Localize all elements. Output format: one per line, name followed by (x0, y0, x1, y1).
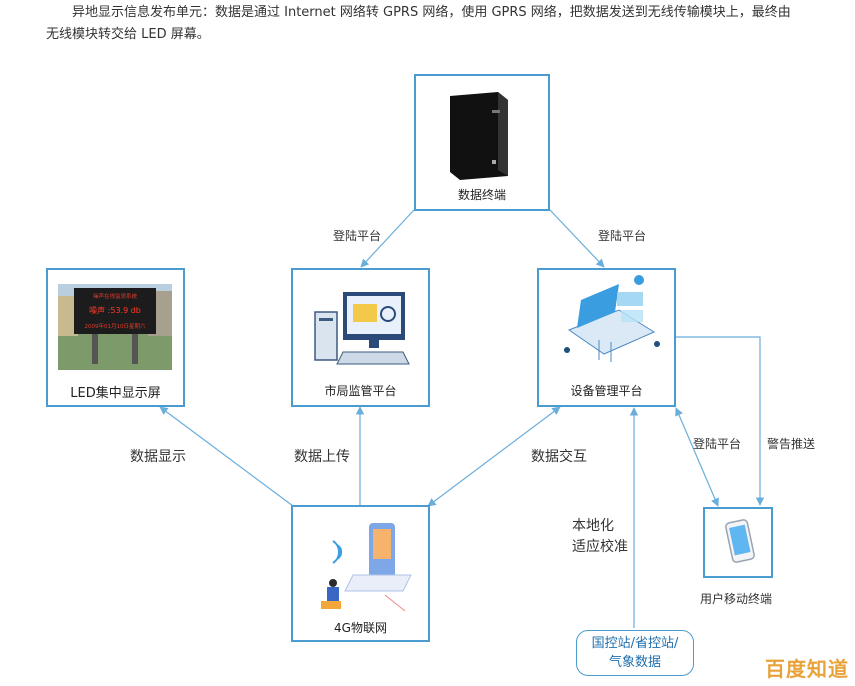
edge-device-mobile (675, 407, 719, 507)
intro-line-2: 无线模块转交给 LED 屏幕。 (46, 27, 210, 42)
edge-label-localization: 本地化 适应校准 (572, 518, 628, 555)
laptop-dashboard-icon (564, 275, 660, 362)
edge-label-login-left: 登陆平台 (333, 229, 382, 243)
node-4g-iot[interactable]: 4G物联网 (291, 505, 430, 642)
node-led-screen[interactable]: 噪声在线监测系统 噪声 :53.9 db 2009年01月10日星期六 LED集… (46, 268, 185, 407)
iot-device-icon (321, 523, 412, 612)
edge-label-login-right: 登陆平台 (598, 229, 647, 243)
led-sign-line-2: 噪声 :53.9 db (89, 305, 141, 315)
led-sign-line-3: 2009年01月10日星期六 (85, 322, 146, 330)
mobile-label: 用户移动终端 (700, 592, 773, 606)
led-screen-label: LED集中显示屏 (70, 386, 161, 401)
edge-label-data-upload: 数据上传 (294, 449, 350, 465)
stations-data-pill[interactable]: 国控站/省控站/ 气象数据 (576, 630, 694, 676)
intro-line-1: 异地显示信息发布单元：数据是通过 Internet 网络转 GPRS 网络，使用… (72, 5, 791, 20)
edge-alarm-push (676, 336, 765, 506)
edge-label-alarm-push: 警告推送 (767, 437, 816, 451)
edge-label-data-display: 数据显示 (130, 449, 186, 465)
iot-4g-label: 4G物联网 (334, 621, 387, 635)
city-monitor-label: 市局监管平台 (324, 384, 397, 398)
data-terminal-label: 数据终端 (457, 188, 506, 202)
led-sign-line-1: 噪声在线监测系统 (93, 292, 138, 300)
node-mobile[interactable] (703, 507, 773, 578)
edge-terminal-device (549, 209, 605, 268)
baidu-zhidao-watermark: 百度知道 (765, 657, 849, 681)
edge-label-data-exchange: 数据交互 (531, 449, 587, 465)
edge-terminal-city (360, 209, 415, 268)
intro-paragraph: 异地显示信息发布单元：数据是通过 Internet 网络转 GPRS 网络，使用… (46, 2, 826, 46)
edge-4g-led (159, 406, 294, 507)
smartphone-icon (725, 519, 755, 563)
edge-4g-device (427, 406, 561, 507)
edge-label-login-mobile: 登陆平台 (693, 437, 742, 451)
node-city-monitor[interactable]: 市局监管平台 (291, 268, 430, 407)
server-icon (450, 92, 508, 180)
device-mgmt-label: 设备管理平台 (570, 384, 643, 398)
monitor-computer-icon (314, 292, 410, 365)
node-data-terminal[interactable]: 数据终端 (414, 74, 550, 211)
node-device-mgmt[interactable]: 设备管理平台 (537, 268, 676, 407)
led-billboard-image: 噪声在线监测系统 噪声 :53.9 db 2009年01月10日星期六 (58, 284, 172, 370)
